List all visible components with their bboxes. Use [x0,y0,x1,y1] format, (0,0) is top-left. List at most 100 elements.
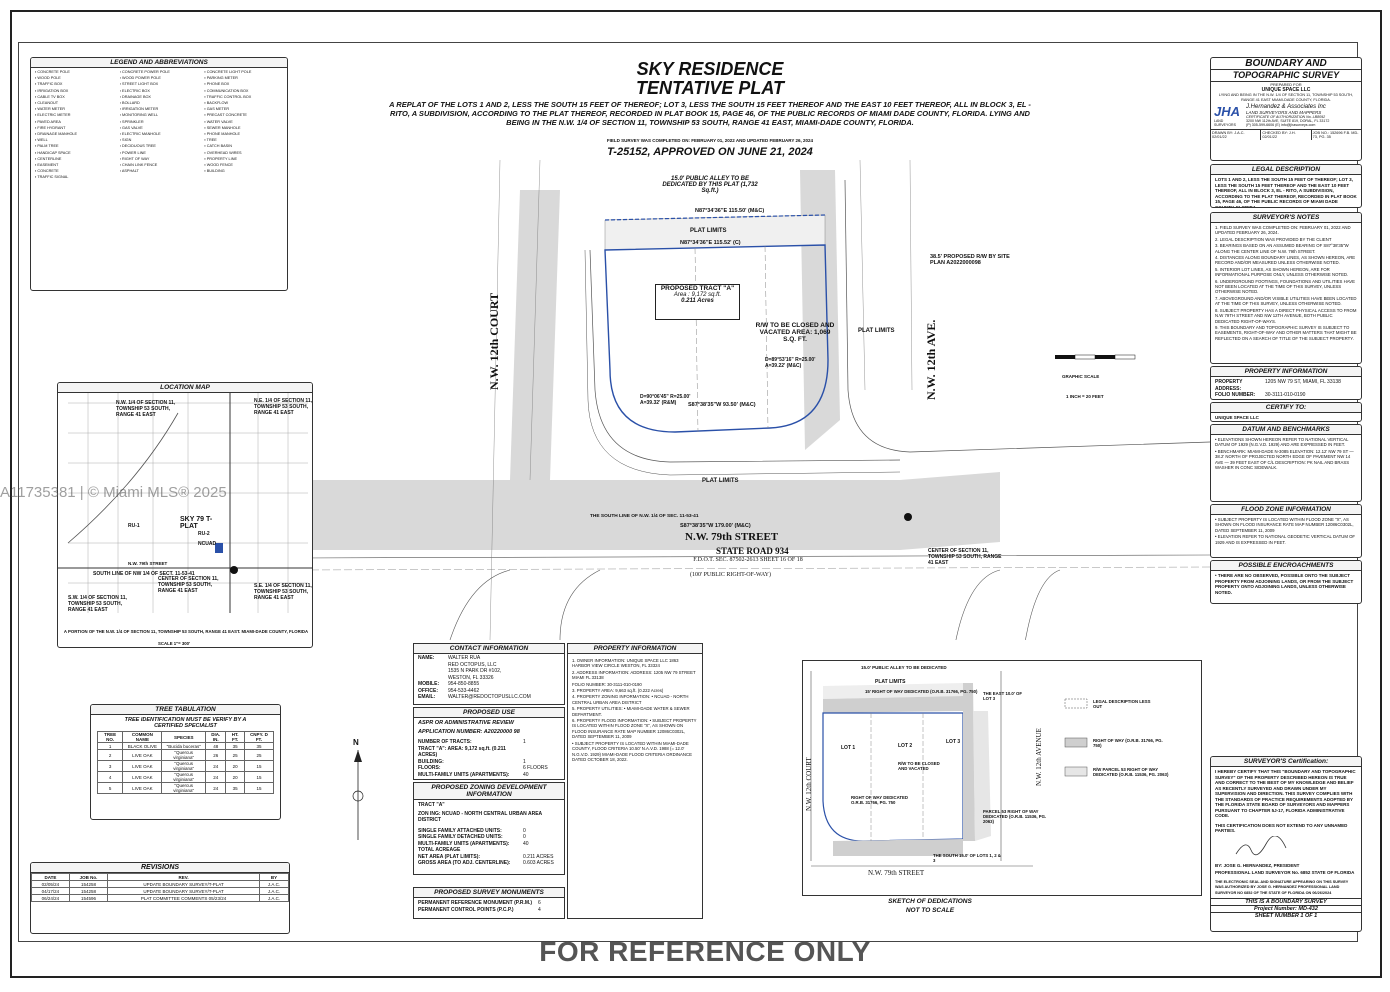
zoning-dev-header: PROPOSED ZONING DEVELOPMENT INFORMATION [414,783,564,800]
ru2-label: RU-2 [198,531,210,537]
curve-2: D=89°53'16" R=25.00' A=39.22' (M&C) [765,357,816,369]
table-cell: 15 [243,771,275,783]
sketch-east10: THE EAST 10.0' OF LOT 3 [983,691,1022,701]
contact-row-key: OFFICE: [418,687,438,694]
legend-item: ▪ ASPHALT [119,169,139,174]
certify-header: CERTIFY TO: [1211,403,1361,413]
use-row-key: MULTI-FAMILY UNITS (APARTMENTS): [418,771,510,778]
tree-tabulation-panel: TREE TABULATION TREE IDENTIFICATION MUST… [90,704,281,820]
cert-seal: THE ELECTRONIC SEAL AND SIGNATURE APPEAR… [1215,879,1349,895]
table-header-cell: CNPY. D FT. [243,731,275,743]
nw12ave-row [800,170,840,450]
center-monument [904,513,912,521]
legend-item: ▪ CATCH BASIN [204,144,232,149]
contact-header: CONTACT INFORMATION [414,644,564,654]
state-road-label: STATE ROAD 934 [716,546,789,556]
zoning-row: TOTAL ACREAGE [418,847,560,854]
zoning-row-key: NET AREA (PLAT LIMITS): [418,853,481,860]
zoning-row: GROSS AREA (TO ADJ. CENTERLINE):0.603 AC… [418,860,560,867]
location-map-header: LOCATION MAP [58,383,312,393]
monument-row-key: PERMANENT CONTROL POINTS (P.C.P.) [418,906,514,913]
zoning-row-value: 0 [523,834,526,840]
property-info-header: PROPERTY INFORMATION [568,644,702,654]
table-cell: J.A.C. [258,880,289,888]
page-title: SKY RESIDENCE TENTATIVE PLAT [636,59,784,98]
prop-info-row-value: 1205 NW 79 ST, MIAMI, FL 33138 [1265,379,1341,385]
nw79-street-row-east [900,472,1000,550]
zoning-row: NET AREA (PLAT LIMITS):0.211 ACRES [418,854,560,861]
plat-limits-label: PLAT LIMITS [690,228,727,234]
table-cell: 35 [243,742,275,750]
legend-item: ▪ SIGN [119,138,132,143]
table-cell: 154596 [68,894,109,902]
use-row-key: FLOORS: [418,765,441,771]
sketch-row-dedicated: 15' RIGHT OF WAY DEDICATED (O.R.B. 31766… [865,689,978,694]
table-header-cell: SPECIES [161,731,207,743]
revisions-header: REVISIONS [31,863,289,873]
table-cell: LIVE OAK [122,760,163,772]
tree-tab-header: TREE TABULATION [91,705,280,715]
curve-1: D=90°06'45" R=25.00' A=39.32' (R&M) [640,394,691,406]
property-item: 5. PROPERTY UTILITIES: • MIAMI-DADE WATE… [572,706,690,717]
zoning-row-value: 40 [523,840,529,847]
zoning-dev-panel: PROPOSED ZONING DEVELOPMENT INFORMATION … [413,782,565,875]
flood-item: • SUBJECT PROPERTY IS LOCATED WITHIN FLO… [1215,517,1354,533]
table-cell: 04/17/24 [31,887,70,895]
center-label: CENTER OF SECTION 11, TOWNSHIP 53 SOUTH,… [158,576,219,594]
row100-label: (100' PUBLIC RIGHT-OF-WAY) [690,572,771,578]
certify-text: UNIQUE SPACE LLC [1215,415,1259,420]
legend-item: ▪ MONITORING WELL [119,113,159,118]
prop-info2-header: PROPERTY INFORMATION [1211,367,1361,377]
property-item: FOLIO NUMBER: 30-3111-010-0190 [572,681,642,687]
alley-label: 15.0' PUBLIC ALLEY TO BE DEDICATED BY TH… [662,176,758,194]
table-cell: 3 [96,760,124,772]
table-cell: "Quercus virginiana" [161,749,207,761]
legend-item: ▪ SEWER MANHOLE [204,125,241,130]
client-name: UNIQUE SPACE LLC [1261,87,1311,93]
table-cell: 25 [225,749,245,761]
title-block-2: TOPOGRAPHIC SURVEY [1211,69,1361,82]
prop-info-row-value: 30-3111-010-0190 [1265,392,1306,398]
use-row: TRACT "A": AREA: 9,172 sq.ft. (0.211 ACR… [418,746,560,759]
cert-text-2: THIS CERTIFICATION DOES NOT EXTEND TO AN… [1215,822,1348,834]
flood-header: FLOOD ZONE INFORMATION [1211,505,1361,515]
legend-item: ▪ BACKFLOW [204,101,229,106]
legend-item: ▪ CHAIN LINK FENCE [119,163,158,168]
note-item: 9. THIS BOUNDARY AND TOPOGRAPHIC SURVEY … [1215,324,1357,341]
bearing-north-1: N87°34'36"E 115.52' (C) [680,240,741,246]
use-row: MULTI-FAMILY UNITS (APARTMENTS):40 [418,772,560,779]
legend-item: ▪ CONCRETE POWER POLE [119,70,170,74]
use-row-key: TRACT "A": AREA: 9,172 sq.ft. (0.211 ACR… [418,745,506,759]
cert-by: BY: JOSE G. HERNANDEZ, PRESIDENT [1215,862,1300,868]
certify-to-panel: CERTIFY TO: UNIQUE SPACE LLC [1210,402,1362,422]
contact-row: OFFICE: 954-533-4462 [418,688,560,695]
table-cell: 24 [205,771,227,783]
legend-item: ▪ BOLLARD [119,101,140,106]
sketch-rw-closed: R/W TO BE CLOSED AND VACATED [898,761,940,771]
sketch-legend-1: LEGAL DESCRIPTION LESS OUT [1093,699,1151,709]
legend-item: ▪ STREET LIGHT BOX [119,82,159,87]
table-header-cell: BY [258,873,289,881]
legend-item: ▪ IRRIGATION METER [119,107,159,112]
sketch-nw79: N.W. 79th STREET [868,869,925,877]
table-cell: 15 [243,782,275,794]
field-survey-note: FIELD SURVEY WAS COMPLETED ON: FEBRUARY … [606,138,814,143]
zoning-row-key: GROSS AREA (TO ADJ. CENTERLINE): [418,860,511,866]
firm-sub: LAND SURVEYORS AND MAPPERS [1246,110,1322,115]
surveyors-notes-panel: SURVEYOR'S NOTES 1. FIELD SURVEY WAS COM… [1210,212,1362,364]
mls-watermark: A11735381 | © Miami MLS® 2025 [0,484,227,501]
location-map-panel: LOCATION MAP SKY 79 T-PLAT N.E. 1/4 OF S… [57,382,313,648]
se-quarter-label: S.E. 1/4 OF SECTION 11, TOWNSHIP 53 SOUT… [254,583,312,601]
contact-row-value: 954-533-4462 [448,687,480,694]
sketch-caption-1: SKETCH OF DEDICATIONS [888,898,972,905]
tract-title: PROPOSED TRACT "A" [660,285,735,292]
encroachments-panel: POSSIBLE ENCROACHMENTS • THERE ARE NO OB… [1210,560,1362,604]
use-row-value: 6 FLOORS [523,765,548,771]
firm-name: J.Hernandez & Associates Inc [1246,104,1326,110]
table-cell: BLACK OLIVE [122,742,163,750]
contact-row-value: 1535 N PARK DR #102, [448,668,502,674]
